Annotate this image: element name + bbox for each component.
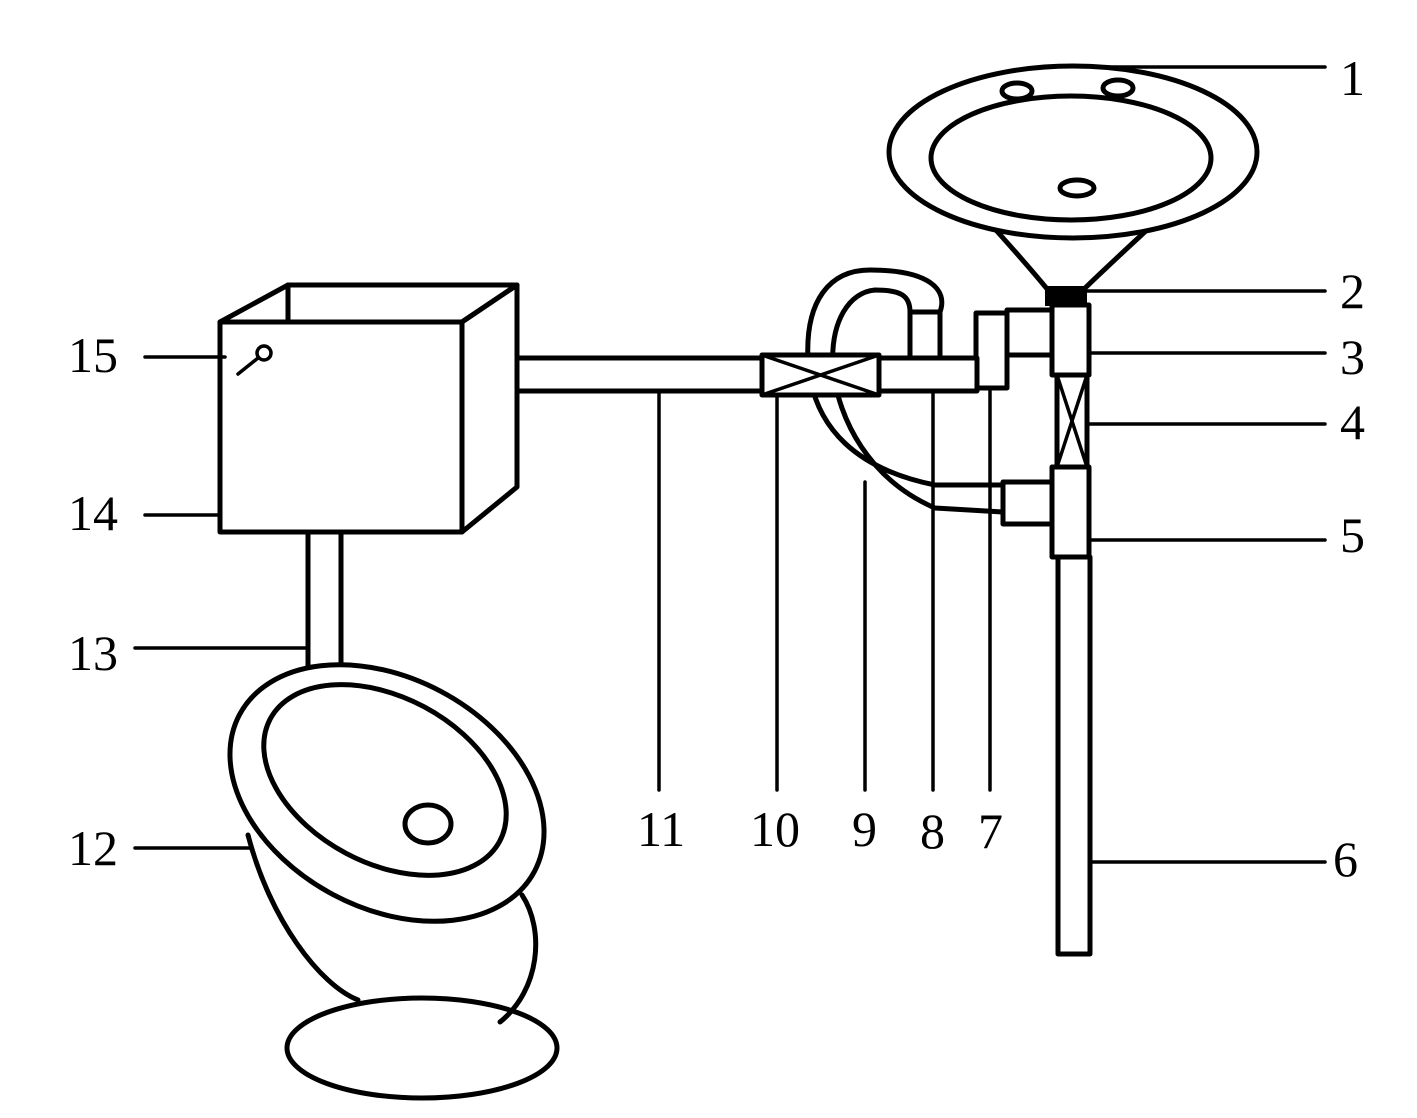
drain-connector — [1045, 286, 1087, 306]
label-7: 7 — [978, 803, 1003, 859]
upper-tee-fitting — [1049, 302, 1092, 378]
basin-drain-hole — [1057, 177, 1097, 199]
float-valve — [236, 344, 273, 376]
toilet-pedestal-right — [497, 892, 539, 1025]
basin-tap-hole-right — [1100, 77, 1136, 99]
label-3: 3 — [1340, 329, 1365, 385]
vertical-drain-pipe — [1055, 554, 1093, 957]
basin-outer-rim — [886, 63, 1260, 241]
label-13: 13 — [68, 625, 118, 681]
label-8: 8 — [920, 803, 945, 859]
cistern-right-side — [459, 282, 520, 535]
label-1: 1 — [1340, 50, 1365, 106]
horizontal-pipe — [474, 355, 980, 394]
flush-pipe — [305, 529, 344, 680]
callout-labels: 1 2 3 4 5 6 7 8 9 10 11 12 13 14 15 — [68, 50, 1365, 887]
float-valve-arm — [236, 356, 260, 376]
label-10: 10 — [750, 801, 800, 857]
lower-side-outlet — [1000, 479, 1055, 527]
label-6: 6 — [1333, 831, 1358, 887]
toilet-pedestal-left — [245, 832, 361, 1003]
water-cistern — [217, 282, 520, 535]
basin-inner-bowl — [928, 93, 1214, 223]
label-11: 11 — [637, 801, 685, 857]
label-15: 15 — [68, 327, 118, 383]
lower-tee-fitting — [1049, 464, 1092, 560]
label-4: 4 — [1340, 394, 1365, 450]
bypass-hose — [805, 267, 1006, 515]
drain-pipe-assembly — [1000, 302, 1093, 957]
leader-lines — [133, 65, 1327, 864]
toilet-drain-hole — [402, 802, 454, 846]
elbow-joint — [973, 310, 1010, 391]
washbasin — [886, 63, 1260, 293]
label-14: 14 — [68, 485, 118, 541]
short-riser-pipe — [907, 309, 943, 361]
label-12: 12 — [68, 820, 118, 876]
drain-valve-cross — [1055, 373, 1089, 469]
label-9: 9 — [852, 801, 877, 857]
hose-outer-wall — [805, 267, 1006, 488]
pipe-valve-cross — [760, 353, 881, 397]
toilet-inner-bowl — [261, 682, 509, 878]
float-valve-ball — [255, 344, 273, 362]
toilet-base — [284, 995, 560, 1101]
hose-inner-wall — [830, 287, 1006, 515]
basin-tap-hole-left — [999, 80, 1035, 102]
toilet-outer-rim — [227, 662, 547, 924]
toilet-bowl — [227, 662, 560, 1101]
label-5: 5 — [1340, 507, 1365, 563]
upper-side-outlet — [1004, 307, 1055, 358]
label-2: 2 — [1340, 263, 1365, 319]
